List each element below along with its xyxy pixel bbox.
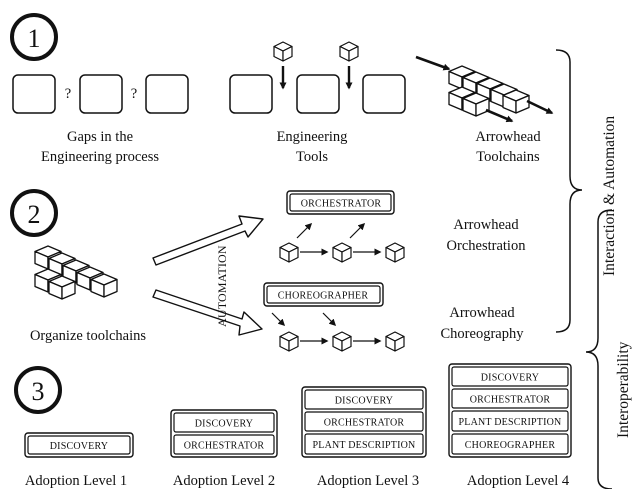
level-box <box>173 412 275 433</box>
level-3-caption: Adoption Level 3 <box>317 473 419 489</box>
automation-label: AUTOMATION <box>215 245 229 327</box>
level-box <box>304 411 424 432</box>
section-3-circle <box>14 366 62 414</box>
toolchains-group: Arrowhead Toolchains <box>415 55 554 165</box>
gaps-caption-line1: Gaps in the <box>67 129 133 145</box>
level-4-caption: Adoption Level 4 <box>467 473 570 489</box>
service-cube-icon <box>279 331 299 352</box>
level-1-caption: Adoption Level 1 <box>25 473 127 489</box>
toolchain-cube-icon <box>462 92 490 117</box>
process-step-box <box>229 74 273 114</box>
adoption-level-1: DISCOVERY Adoption Level 1 <box>24 432 134 489</box>
choreography-group: CHOREOGRAPHER Arrowhead Choreography <box>263 282 525 352</box>
choreographer-box-label: CHOREOGRAPHER <box>278 291 369 302</box>
section-3-number: 3 <box>32 377 45 406</box>
orchestration-arrow <box>349 222 366 239</box>
gap-mark: ? <box>131 86 137 102</box>
automation-arrow-up <box>152 215 264 266</box>
level-2-box-2: ORCHESTRATOR <box>184 441 265 452</box>
level-box <box>304 433 424 455</box>
section-2-number: 2 <box>28 200 41 229</box>
level-box <box>27 435 131 455</box>
toolchain-cube-icon <box>502 89 530 114</box>
section-2: 2 Organize toolchains AUTOMATION ORCHEST… <box>10 189 527 352</box>
level-3-box-1: DISCOVERY <box>335 396 393 407</box>
level-box <box>451 388 569 409</box>
adoption-level-2: DISCOVERY ORCHESTRATOR Adoption Level 2 <box>170 409 278 489</box>
tools-caption-line2: Tools <box>296 149 328 165</box>
side-label-interaction-automation: Interaction & Automation <box>601 116 618 276</box>
level-3-box-2: ORCHESTRATOR <box>324 418 405 429</box>
orchestration-caption-line2: Orchestration <box>447 238 527 254</box>
automation-arrow-down <box>152 289 263 336</box>
toolchain-out-arrow <box>526 99 554 115</box>
orchestration-group: ORCHESTRATOR Arrowhead Orchestration <box>279 190 527 263</box>
section-1-number: 1 <box>28 24 41 53</box>
section-2-circle <box>10 189 58 237</box>
toolchain-cube-icon <box>90 273 118 298</box>
level-box <box>451 410 569 432</box>
level-4-box-4: CHOREOGRAPHER <box>465 440 556 451</box>
level-4-box-3: PLANT DESCRIPTION <box>459 417 562 428</box>
level-box <box>304 389 424 410</box>
brace-interaction-automation <box>555 49 583 333</box>
tool-cube-icon <box>339 41 359 62</box>
choreography-arrow <box>322 312 337 327</box>
gaps-group: ? ? Gaps in the Engineering process <box>12 74 189 165</box>
adoption-level-4: DISCOVERY ORCHESTRATOR PLANT DESCRIPTION… <box>448 363 572 489</box>
organize-caption: Organize toolchains <box>30 328 146 344</box>
choreography-caption-line1: Arrowhead <box>449 305 515 321</box>
orchestrator-box-label: ORCHESTRATOR <box>301 199 382 210</box>
brace-interoperability <box>585 209 613 489</box>
tools-caption-line1: Engineering <box>277 129 348 145</box>
toolchain-cube-icon <box>48 275 76 300</box>
level-2-caption: Adoption Level 2 <box>173 473 275 489</box>
service-cube-icon <box>279 242 299 263</box>
adoption-level-3: DISCOVERY ORCHESTRATOR PLANT DESCRIPTION… <box>301 386 427 489</box>
orchestration-arrow <box>296 222 313 239</box>
toolchain-in-arrow <box>415 55 451 71</box>
gaps-caption-line2: Engineering process <box>41 149 159 165</box>
toolchain-out-arrow <box>485 108 514 123</box>
organize-cubes <box>34 245 118 300</box>
toolchains-caption-line1: Arrowhead <box>475 129 541 145</box>
choreography-caption-line2: Choreography <box>441 326 525 342</box>
process-step-box <box>12 74 56 114</box>
section-3: 3 DISCOVERY Adoption Level 1 DISCOVERY O… <box>14 363 572 489</box>
side-braces: Interaction & Automation Interoperabilit… <box>555 49 632 489</box>
orchestration-caption-line1: Arrowhead <box>453 217 519 233</box>
level-2-box-1: DISCOVERY <box>195 419 253 430</box>
choreographer-box <box>266 285 381 304</box>
level-box <box>451 366 569 387</box>
service-cube-icon <box>332 242 352 263</box>
gap-mark: ? <box>65 86 71 102</box>
process-step-box <box>79 74 123 114</box>
process-step-box <box>145 74 189 114</box>
level-1-box-1: DISCOVERY <box>50 441 108 452</box>
level-box <box>173 434 275 455</box>
service-cube-icon <box>385 242 405 263</box>
engineering-tools-group: Engineering Tools <box>229 41 406 165</box>
side-label-interoperability: Interoperability <box>615 341 632 438</box>
section-1: 1 ? ? Gaps in the Engineering process En… <box>10 13 554 165</box>
level-box <box>451 433 569 455</box>
choreography-arrow <box>271 312 286 327</box>
level-4-box-2: ORCHESTRATOR <box>470 395 551 406</box>
level-3-box-3: PLANT DESCRIPTION <box>313 440 416 451</box>
level-4-box-1: DISCOVERY <box>481 373 539 384</box>
process-step-box <box>296 74 340 114</box>
process-step-box <box>362 74 406 114</box>
section-1-circle <box>10 13 58 61</box>
orchestrator-box <box>289 193 392 212</box>
toolchains-caption-line2: Toolchains <box>476 149 540 165</box>
tool-cube-icon <box>273 41 293 62</box>
service-cube-icon <box>385 331 405 352</box>
service-cube-icon <box>332 331 352 352</box>
